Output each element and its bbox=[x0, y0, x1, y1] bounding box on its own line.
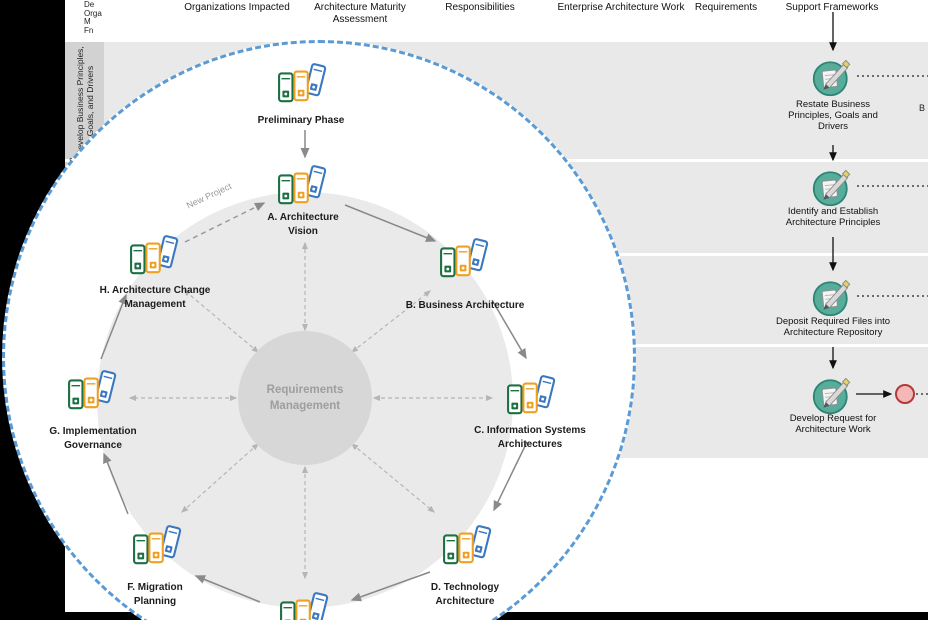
phase-h-label: H. Architecture Change Management bbox=[99, 285, 211, 310]
requirements-management-hub[interactable]: Requirements Management bbox=[238, 331, 372, 465]
phase-c-label: C. Information Systems Architectures bbox=[474, 425, 586, 450]
phase-g-icon[interactable] bbox=[66, 368, 120, 412]
column-header-responsibilities: Responsibilities bbox=[445, 2, 515, 13]
task-pencil-icon bbox=[811, 372, 855, 416]
column-header-architecture-maturity-assessment: Architecture Maturity Assessment bbox=[314, 2, 406, 25]
task-pencil-icon bbox=[811, 274, 855, 318]
task-pencil-icon bbox=[811, 54, 855, 98]
column-header-support-frameworks: Support Frameworks bbox=[785, 2, 879, 13]
column-header-enterprise-architecture-work: Enterprise Architecture Work bbox=[557, 2, 685, 13]
phase-a-icon[interactable] bbox=[276, 163, 330, 207]
task-pencil-icon bbox=[811, 164, 855, 208]
task-deposit-label: Deposit Required Files into Architecture… bbox=[775, 316, 891, 338]
task-develop-request-label: Develop Request for Architecture Work bbox=[789, 413, 877, 435]
task-restate-label: Restate Business Principles, Goals and D… bbox=[788, 99, 878, 132]
adm-magnifier-overlay: Requirements Management New Project Prel… bbox=[2, 40, 636, 620]
phase-f-label: F. Migration Planning bbox=[127, 582, 183, 607]
clipped-column-header: De Orga M Fn bbox=[84, 0, 102, 35]
phase-b-icon[interactable] bbox=[438, 236, 492, 280]
task-restate-business-principles[interactable] bbox=[811, 54, 855, 103]
phase-e-icon[interactable] bbox=[278, 590, 332, 620]
task-identify-label: Identify and Establish Architecture Prin… bbox=[785, 206, 881, 228]
phase-c-icon[interactable] bbox=[505, 373, 559, 417]
phase-preliminary-label: Preliminary Phase bbox=[257, 115, 345, 126]
phase-d-label: D. Technology Architecture bbox=[430, 582, 500, 607]
request-event-circle[interactable] bbox=[895, 384, 915, 404]
column-header-organizations-impacted: Organizations Impacted bbox=[184, 2, 290, 13]
phase-f-icon[interactable] bbox=[131, 523, 185, 567]
right-edge-fragment: B bbox=[919, 103, 926, 113]
phase-g-label: G. Implementation Governance bbox=[49, 426, 137, 451]
phase-a-label: A. Architecture Vision bbox=[267, 212, 339, 237]
phase-d-icon[interactable] bbox=[441, 523, 495, 567]
column-header-requirements: Requirements bbox=[694, 2, 758, 13]
phase-b-label: B. Business Architecture bbox=[405, 300, 525, 311]
phase-h-icon[interactable] bbox=[128, 233, 182, 277]
phase-preliminary-icon[interactable] bbox=[276, 61, 330, 105]
